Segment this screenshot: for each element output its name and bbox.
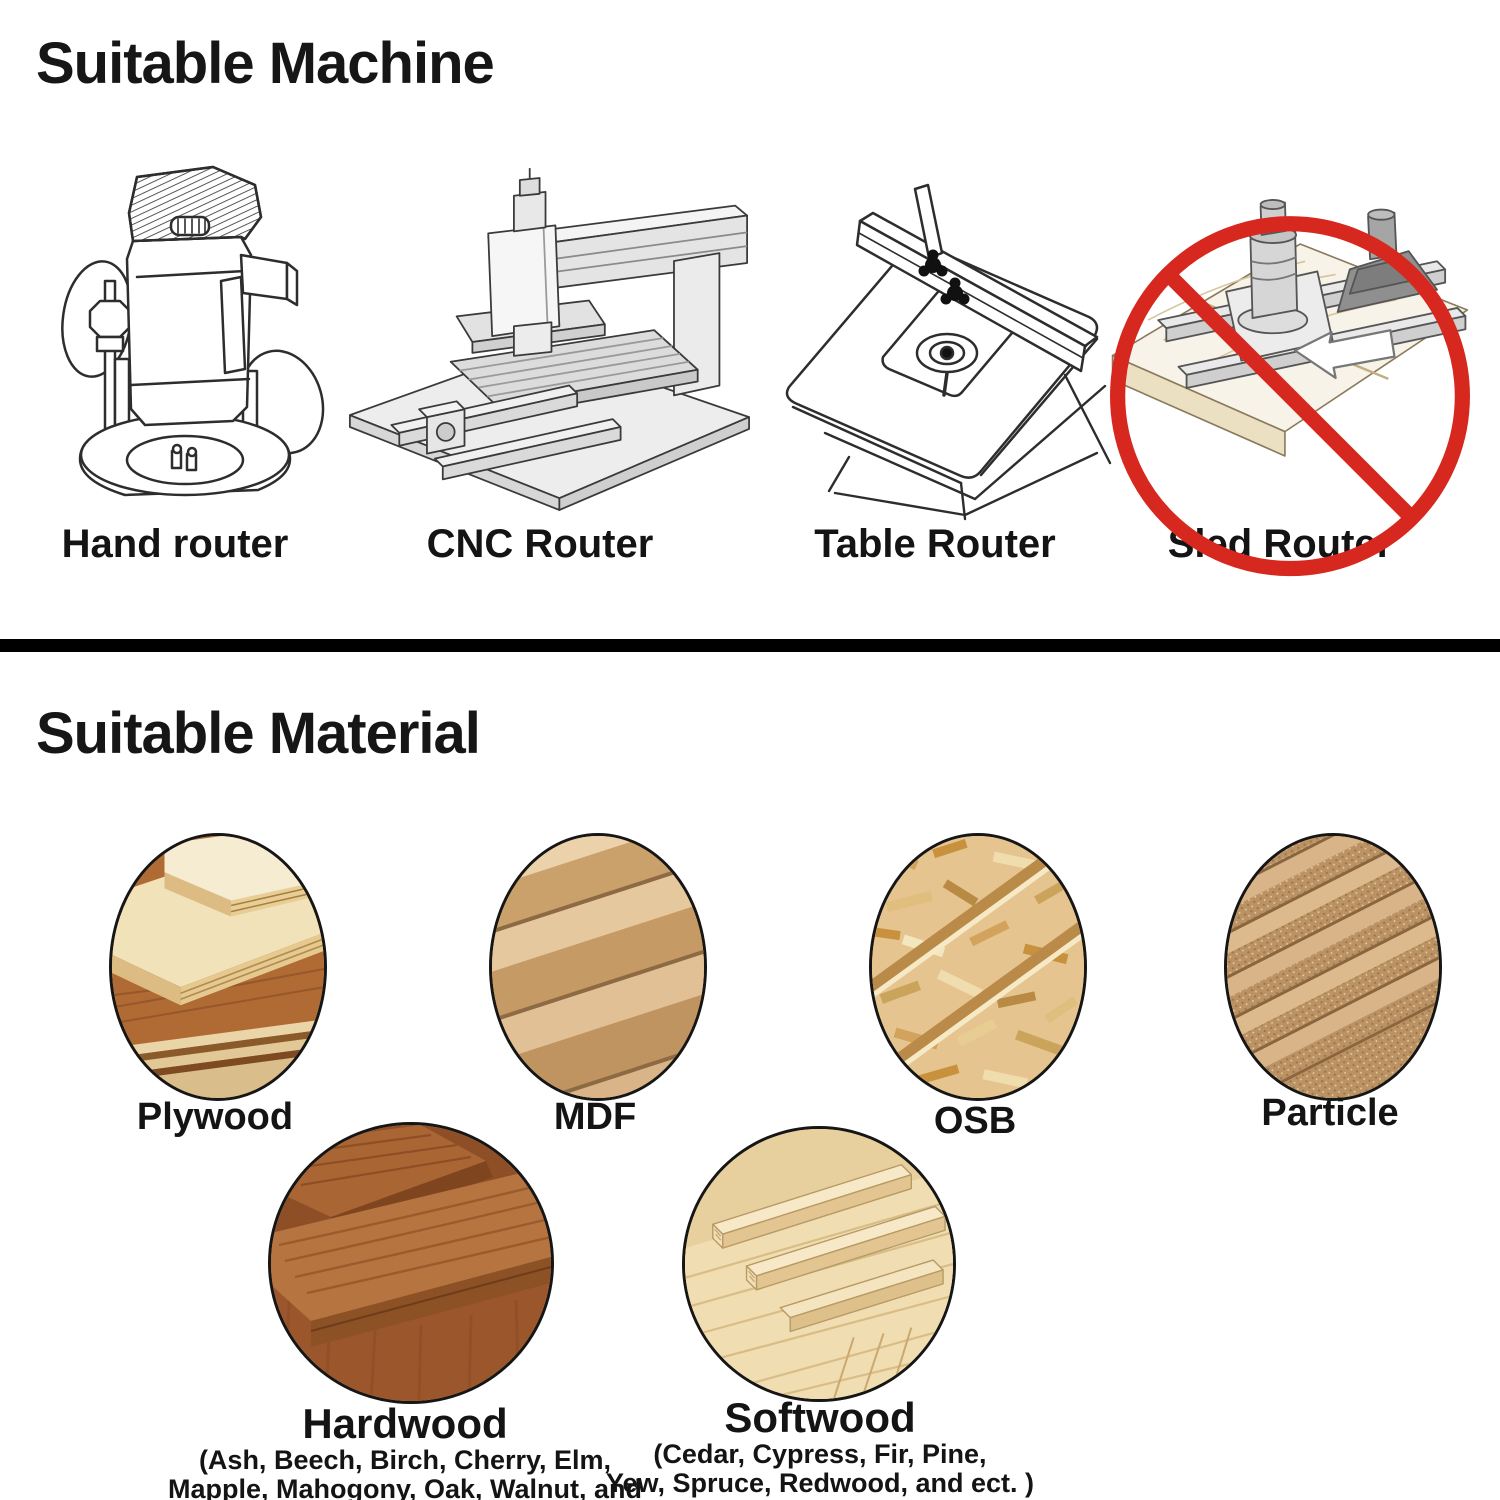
sled-router-illustration bbox=[1102, 168, 1478, 604]
machine-label-cnc-router: CNC Router bbox=[426, 522, 654, 566]
mdf-texture bbox=[492, 836, 704, 1098]
section-divider bbox=[0, 639, 1500, 652]
hand-router-icon bbox=[61, 165, 325, 497]
material-label-particle: Particle bbox=[1261, 1092, 1399, 1134]
table-router-icon bbox=[785, 183, 1112, 521]
material-label-mdf: MDF bbox=[553, 1096, 637, 1138]
particle-texture bbox=[1227, 836, 1439, 1098]
mdf-photo bbox=[489, 833, 707, 1101]
hardwood-species-line1: (Ash, Beech, Birch, Cherry, Elm, bbox=[198, 1445, 612, 1475]
table-router-illustration bbox=[765, 160, 1115, 522]
cnc-router-illustration bbox=[340, 168, 755, 513]
plywood-photo bbox=[109, 833, 327, 1101]
osb-texture bbox=[872, 836, 1084, 1098]
osb-photo bbox=[869, 833, 1087, 1101]
material-label-osb: OSB bbox=[933, 1100, 1017, 1142]
material-label-softwood: Softwood bbox=[724, 1394, 916, 1441]
machine-section-title: Suitable Machine bbox=[36, 31, 495, 96]
no-symbol-icon bbox=[1110, 216, 1470, 577]
material-sublabel-softwood: (Cedar, Cypress, Fir, Pine, Yew, Spruce,… bbox=[590, 1440, 1050, 1498]
sled-router-icon bbox=[1110, 199, 1470, 577]
machine-label-table-router: Table Router bbox=[814, 522, 1056, 566]
hardwood-species-line2: Mapple, Mahogony, Oak, Walnut, and ect.) bbox=[167, 1474, 643, 1500]
material-label-plywood: Plywood bbox=[136, 1096, 294, 1138]
hardwood-texture bbox=[271, 1125, 551, 1401]
machine-label-hand-router: Hand router bbox=[61, 522, 289, 566]
hand-router-illustration bbox=[45, 158, 325, 520]
softwood-texture bbox=[685, 1129, 953, 1399]
softwood-species-line2: Yew, Spruce, Redwood, and ect. ) bbox=[605, 1468, 1035, 1498]
softwood-photo bbox=[682, 1126, 956, 1402]
cnc-router-icon bbox=[348, 168, 750, 511]
material-section-title: Suitable Material bbox=[36, 701, 481, 766]
hardwood-photo bbox=[268, 1122, 554, 1404]
plywood-texture bbox=[112, 836, 324, 1098]
softwood-species-line1: (Cedar, Cypress, Fir, Pine, bbox=[653, 1439, 987, 1469]
material-sublabel-hardwood: (Ash, Beech, Birch, Cherry, Elm, Mapple,… bbox=[155, 1446, 655, 1500]
material-label-hardwood: Hardwood bbox=[302, 1400, 508, 1447]
particle-photo bbox=[1224, 833, 1442, 1101]
